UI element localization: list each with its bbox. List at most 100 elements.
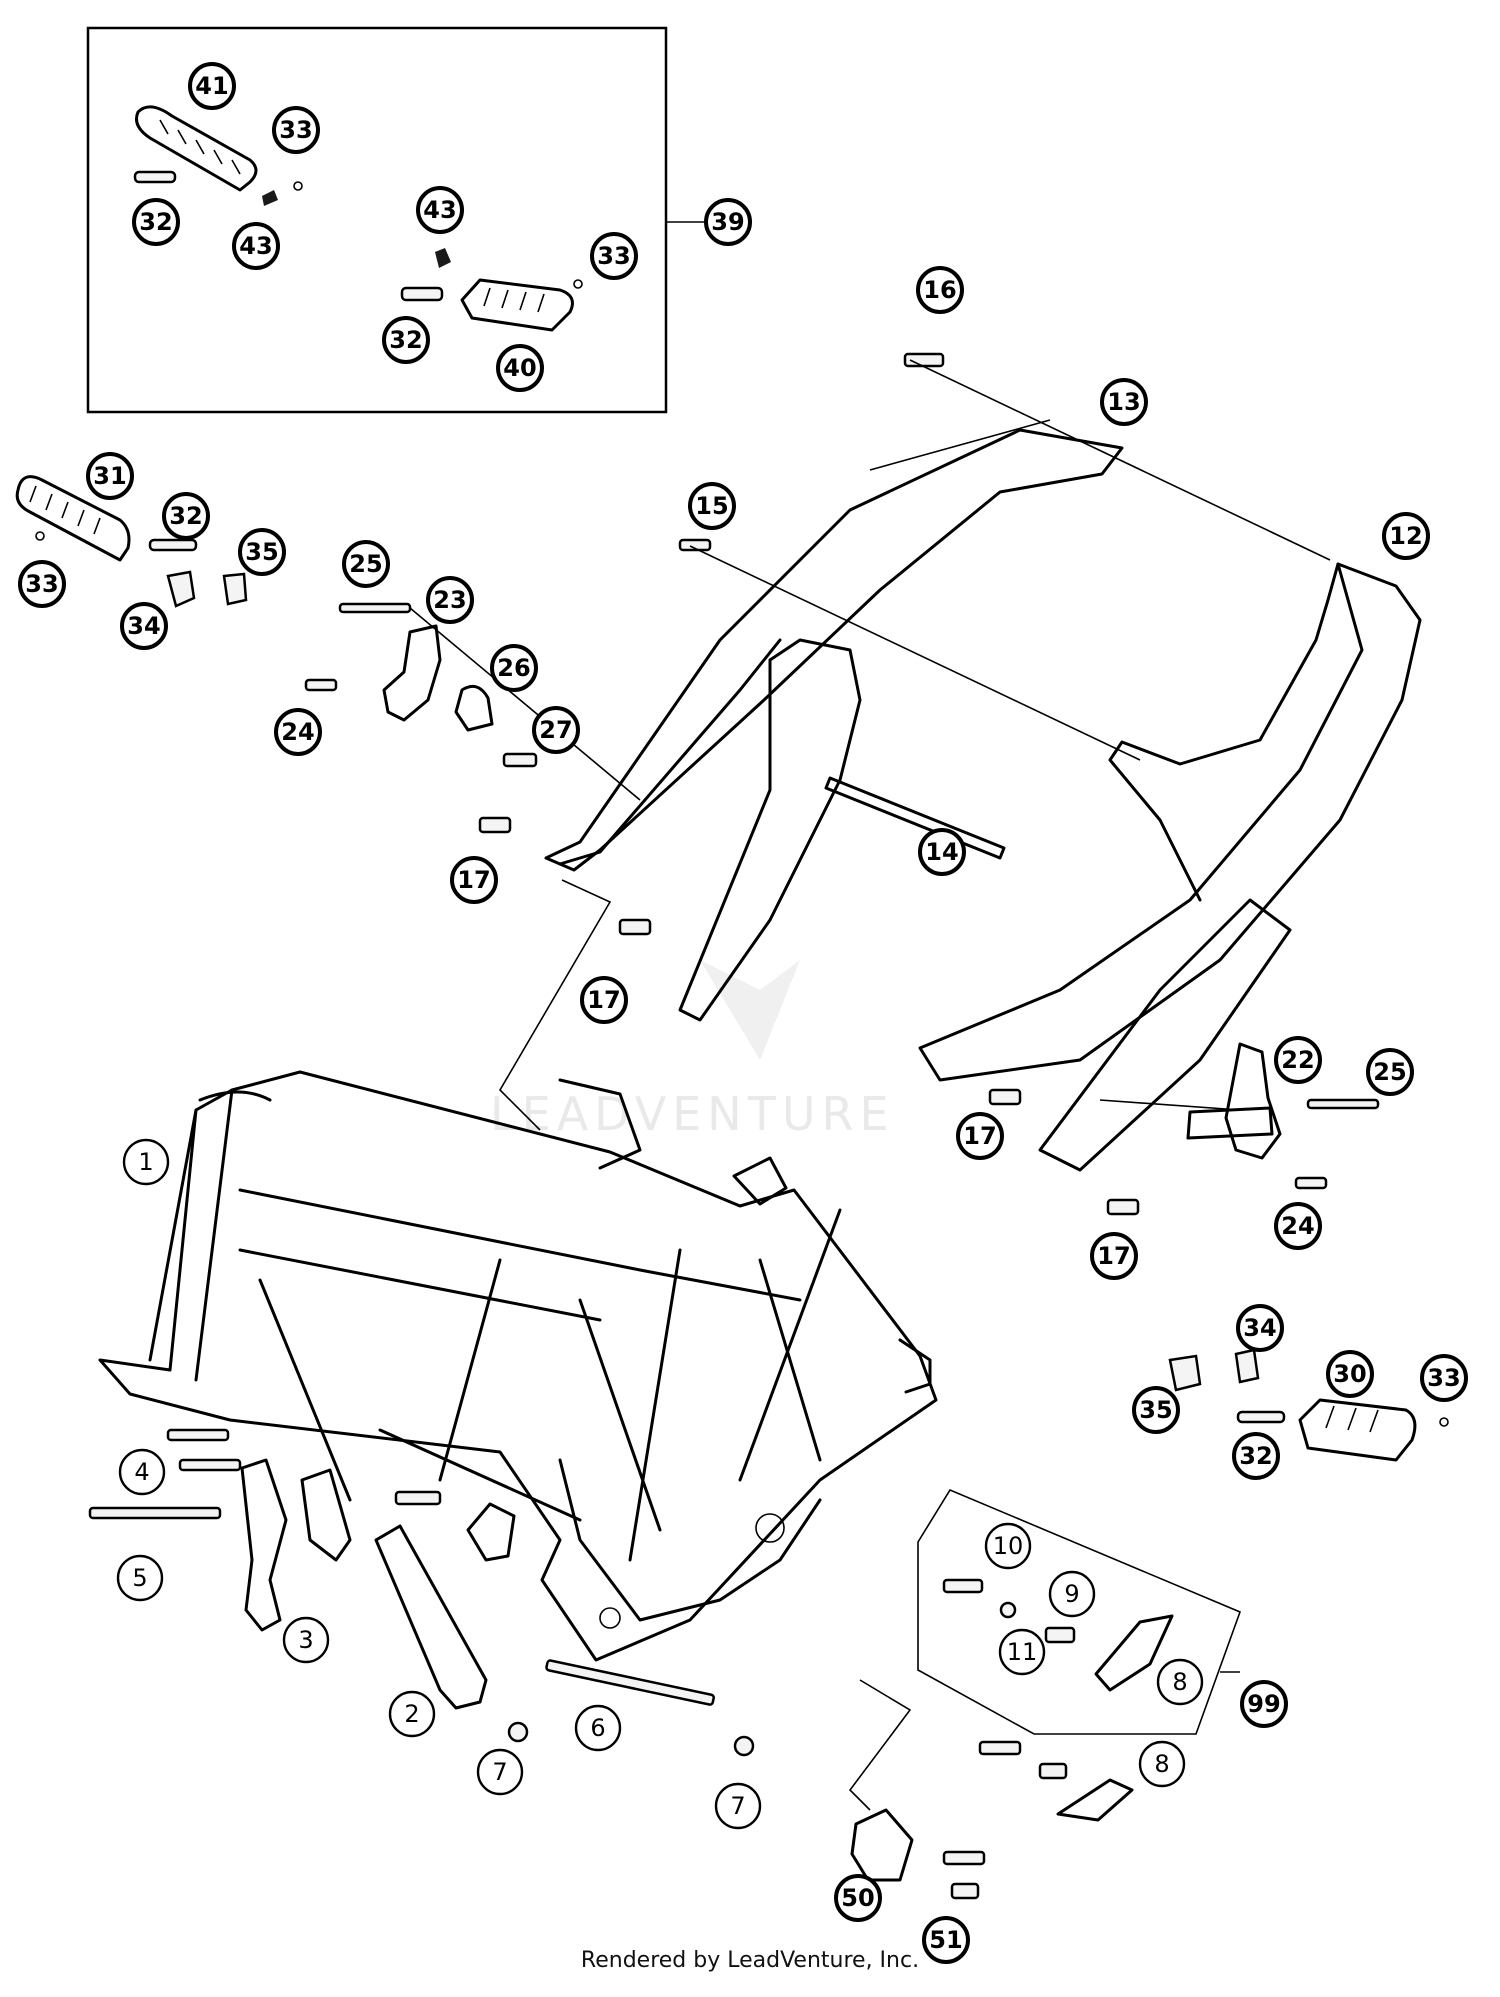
bolt-17b xyxy=(618,918,652,936)
rubber-14 xyxy=(824,776,1006,860)
svg-text:23: 23 xyxy=(433,586,466,614)
plate-35a xyxy=(222,572,248,606)
svg-text:11: 11 xyxy=(1007,1638,1038,1666)
clip-33b xyxy=(573,279,583,289)
bolt-17a xyxy=(478,816,512,834)
svg-text:33: 33 xyxy=(25,570,58,598)
leader-lines xyxy=(409,359,1331,1811)
callout-27: 27 xyxy=(532,706,580,754)
callout-32a: 32 xyxy=(132,198,180,246)
svg-text:25: 25 xyxy=(1373,1058,1406,1086)
callout-15: 15 xyxy=(688,482,736,530)
bracket-8a xyxy=(1094,1614,1174,1692)
callout-25a: 25 xyxy=(342,540,390,588)
footrest-41 xyxy=(135,105,258,192)
callout-24a: 24 xyxy=(274,708,322,756)
rear-subframe xyxy=(544,419,1422,1172)
callout-51: 51 xyxy=(922,1916,970,1964)
clip-33c xyxy=(35,531,45,541)
svg-text:35: 35 xyxy=(245,538,278,566)
arm-2 xyxy=(374,1524,488,1710)
callout-4: 4 xyxy=(118,1448,166,1496)
svg-text:17: 17 xyxy=(1097,1242,1130,1270)
callout-35b: 35 xyxy=(1132,1386,1180,1434)
svg-text:43: 43 xyxy=(423,196,456,224)
callout-33d: 33 xyxy=(1420,1354,1468,1402)
kit-99-outline xyxy=(917,1488,1242,1735)
svg-text:39: 39 xyxy=(711,208,744,236)
svg-text:33: 33 xyxy=(279,116,312,144)
callout-34b: 34 xyxy=(1236,1304,1284,1352)
pin-32c xyxy=(148,538,198,552)
bolt-25a xyxy=(338,602,412,614)
svg-text:17: 17 xyxy=(963,1122,996,1150)
bolt-17d xyxy=(1106,1198,1140,1216)
svg-text:1: 1 xyxy=(138,1148,153,1176)
svg-text:34: 34 xyxy=(1243,1314,1276,1342)
callout-7b: 7 xyxy=(714,1782,762,1830)
callout-31: 31 xyxy=(86,452,134,500)
callout-25b: 25 xyxy=(1366,1048,1414,1096)
svg-text:5: 5 xyxy=(132,1564,147,1592)
svg-text:30: 30 xyxy=(1333,1360,1366,1388)
callout-24b: 24 xyxy=(1274,1202,1322,1250)
callout-5: 5 xyxy=(116,1554,164,1602)
callout-32d: 32 xyxy=(1232,1432,1280,1480)
callout-14: 14 xyxy=(918,828,966,876)
callout-1: 1 xyxy=(122,1138,170,1186)
bolt-24a xyxy=(304,678,338,692)
clip-33a xyxy=(293,181,303,191)
pin-32b xyxy=(400,286,444,302)
callout-33c: 33 xyxy=(18,560,66,608)
svg-text:22: 22 xyxy=(1281,1046,1314,1074)
callout-33a: 33 xyxy=(272,106,320,154)
callout-17d: 17 xyxy=(1090,1232,1138,1280)
bolt-5 xyxy=(88,1506,222,1520)
footrest-30 xyxy=(1298,1398,1417,1462)
svg-text:7: 7 xyxy=(492,1758,507,1786)
svg-text:3: 3 xyxy=(298,1626,313,1654)
bracket-3b xyxy=(300,1468,352,1562)
pin-32d xyxy=(1236,1410,1286,1424)
callout-12: 12 xyxy=(1382,512,1430,560)
spacer-9a xyxy=(1044,1626,1076,1644)
svg-text:26: 26 xyxy=(497,654,530,682)
block-part xyxy=(466,1502,516,1562)
bolt-10 xyxy=(942,1578,984,1594)
svg-text:33: 33 xyxy=(597,242,630,270)
callout-10: 10 xyxy=(984,1522,1032,1570)
footrest-40 xyxy=(460,278,574,332)
watermark-text: LEADVENTURE xyxy=(490,1087,895,1141)
bracket-50 xyxy=(850,1808,914,1882)
callout-16: 16 xyxy=(916,266,964,314)
callout-41: 41 xyxy=(188,62,236,110)
svg-text:32: 32 xyxy=(169,502,202,530)
svg-text:10: 10 xyxy=(993,1532,1024,1560)
callout-40: 40 xyxy=(496,344,544,392)
svg-text:9: 9 xyxy=(1064,1580,1079,1608)
svg-text:15: 15 xyxy=(695,492,728,520)
spring-43a xyxy=(262,190,278,206)
bolt-17c xyxy=(988,1088,1022,1106)
svg-text:32: 32 xyxy=(389,326,422,354)
callout-2: 2 xyxy=(388,1690,436,1738)
bolt-50 xyxy=(942,1850,986,1866)
plate-35b xyxy=(1168,1354,1202,1392)
callout-33b: 33 xyxy=(590,232,638,280)
callout-13: 13 xyxy=(1100,378,1148,426)
bracket-22 xyxy=(1224,1042,1282,1160)
plate-34b xyxy=(1234,1348,1260,1384)
svg-text:2: 2 xyxy=(404,1700,419,1728)
callout-99: 99 xyxy=(1240,1680,1288,1728)
nut-11 xyxy=(999,1601,1017,1619)
callout-43b: 43 xyxy=(416,186,464,234)
svg-text:40: 40 xyxy=(503,354,536,382)
callout-43a: 43 xyxy=(232,222,280,270)
bracket-23 xyxy=(382,624,442,722)
nut-7a xyxy=(507,1721,529,1743)
svg-text:34: 34 xyxy=(127,612,160,640)
svg-text:31: 31 xyxy=(93,462,126,490)
bolt-4a xyxy=(166,1428,230,1442)
spacer-8c xyxy=(1038,1762,1068,1780)
